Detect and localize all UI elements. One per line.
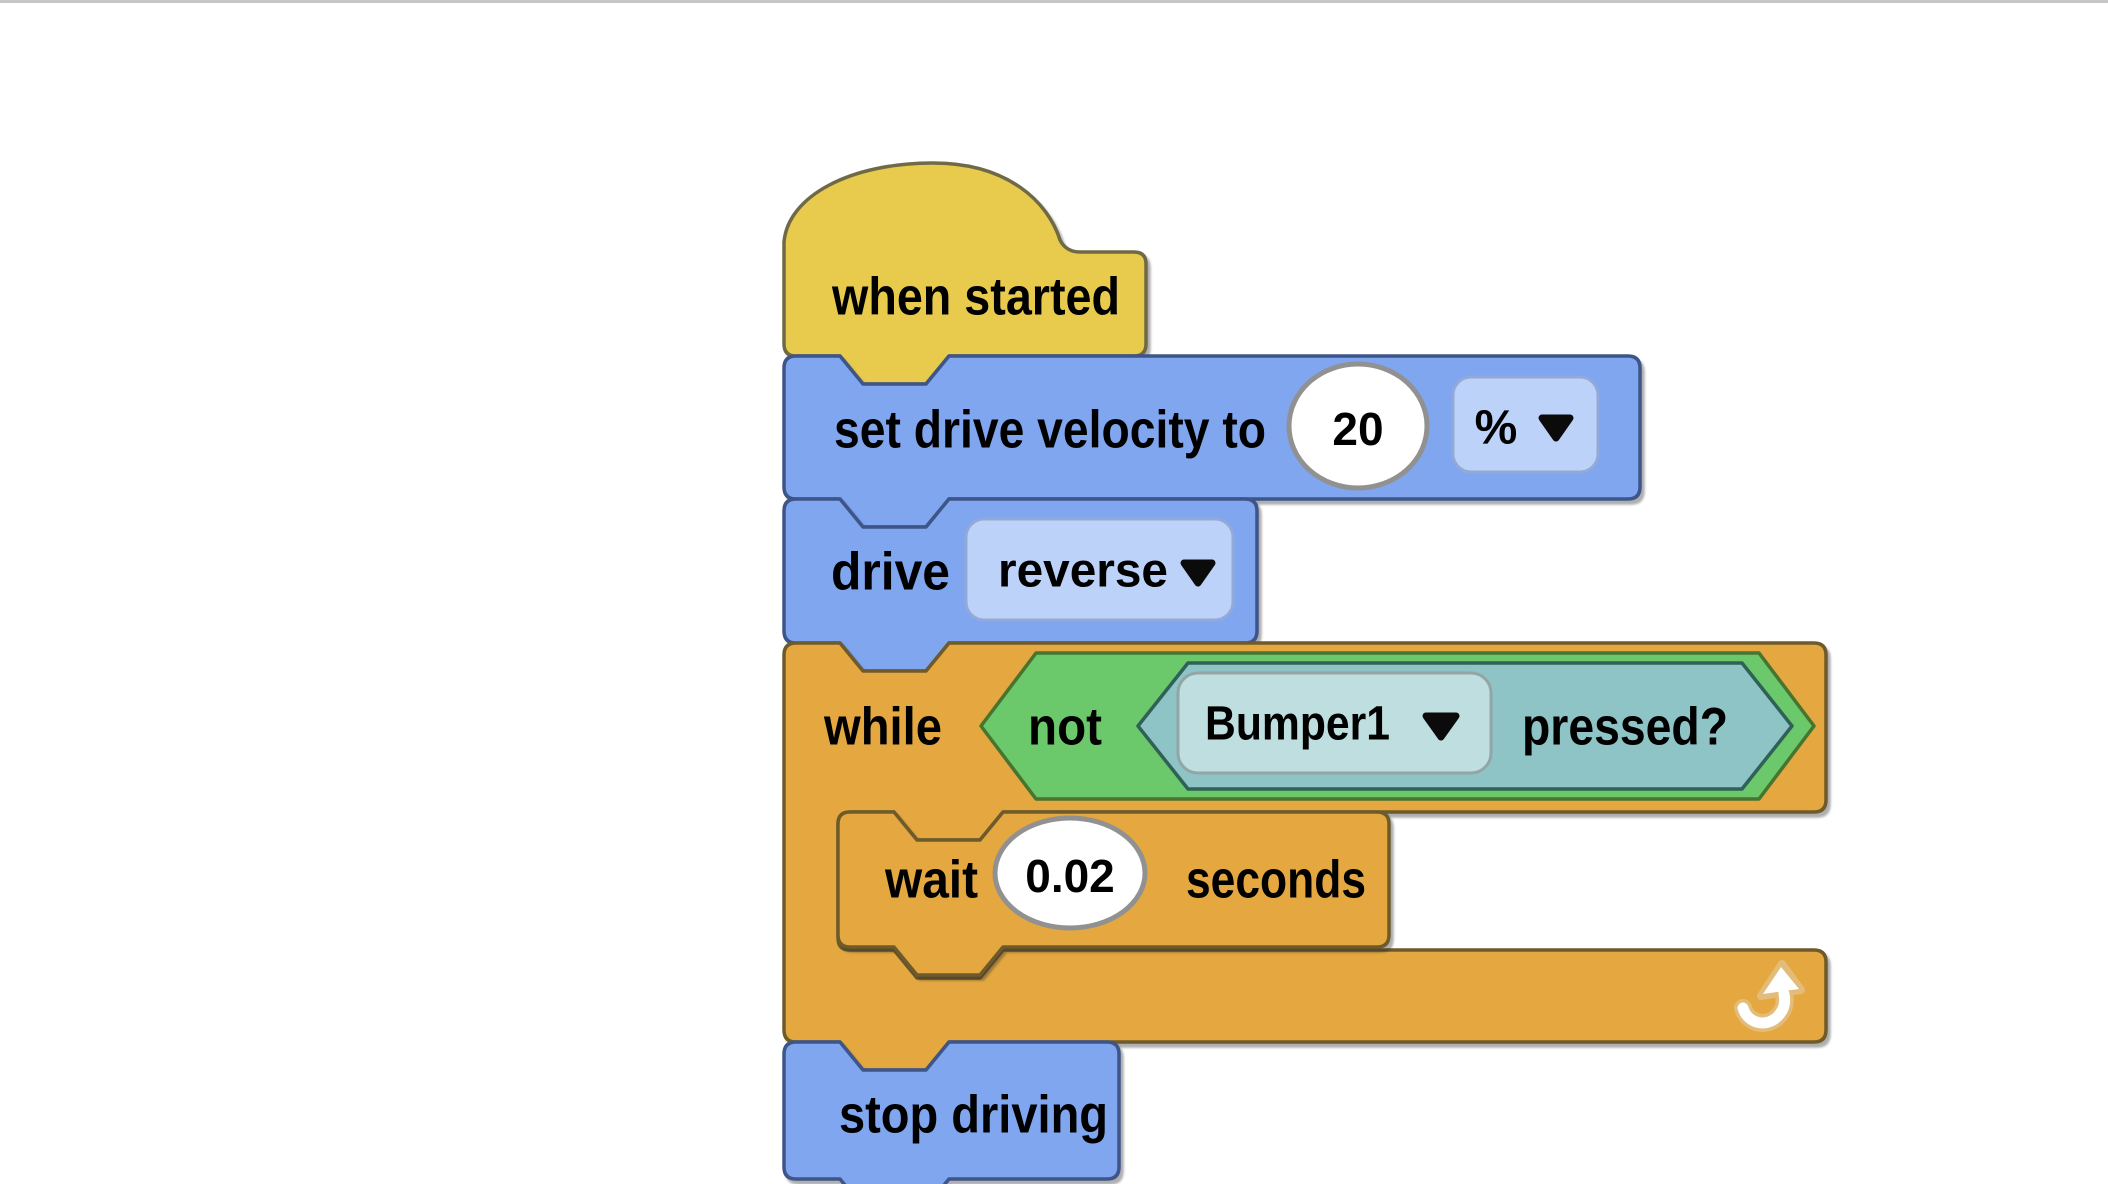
pressed-condition-label: pressed? <box>1522 698 1728 757</box>
not-operator-label: not <box>1028 698 1102 757</box>
wait-unit-label: seconds <box>1186 851 1366 910</box>
stop-driving-block[interactable]: stop driving <box>782 1040 1121 1184</box>
set-drive-velocity-shape[interactable] <box>782 354 1642 529</box>
chevron-down-icon[interactable] <box>1538 414 1574 442</box>
window-top-border <box>0 0 2108 3</box>
wait-label: wait <box>884 851 978 910</box>
set-drive-velocity-block[interactable]: set drive velocity to 20 % <box>782 354 1642 529</box>
velocity-unit-label[interactable]: % <box>1475 402 1518 455</box>
when-started-label: when started <box>831 268 1120 327</box>
while-keyword-label: while <box>823 698 942 757</box>
wait-block[interactable]: wait 0.02 seconds <box>836 810 1391 977</box>
wait-value[interactable]: 0.02 <box>1025 850 1115 902</box>
stop-driving-label: stop driving <box>839 1086 1108 1145</box>
drive-label: drive <box>831 543 950 602</box>
drive-direction-label[interactable]: reverse <box>998 545 1168 598</box>
bumper-device-label[interactable]: Bumper1 <box>1205 698 1390 751</box>
stop-driving-shape[interactable] <box>782 1040 1121 1184</box>
drive-direction-dropdown[interactable] <box>964 517 1235 622</box>
bumper-device-dropdown[interactable] <box>1176 671 1493 775</box>
while-loop-block[interactable]: while not Bumper1 pressed? <box>782 641 1828 1072</box>
velocity-unit-dropdown[interactable] <box>1451 375 1600 474</box>
drive-block[interactable]: drive reverse <box>782 497 1259 673</box>
velocity-value[interactable]: 20 <box>1332 403 1383 455</box>
loop-arrow-icon <box>1734 960 1805 1032</box>
when-started-block[interactable]: when started <box>782 161 1148 386</box>
chevron-down-icon[interactable] <box>1180 559 1216 587</box>
chevron-down-icon[interactable] <box>1422 712 1460 741</box>
wait-value-input[interactable] <box>992 815 1148 931</box>
velocity-value-input[interactable] <box>1286 361 1430 491</box>
set-drive-velocity-label: set drive velocity to <box>834 401 1266 460</box>
